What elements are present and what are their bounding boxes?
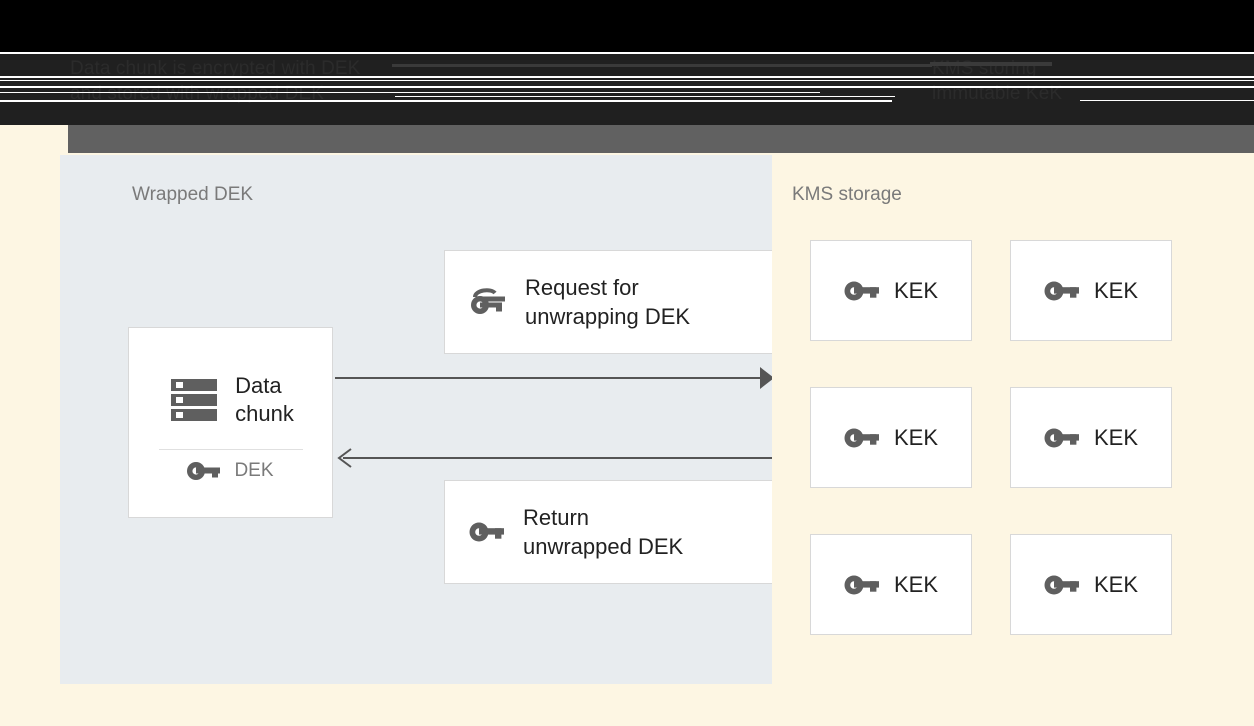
glitch-line <box>0 52 392 53</box>
dek-label: DEK <box>234 459 274 481</box>
banner-black-strip <box>0 0 1254 52</box>
kek-card[interactable]: KEK <box>1010 534 1172 635</box>
kek-label: KEK <box>1093 424 1139 450</box>
banner-left-text: Data chunk is encrypted with DEK and sto… <box>70 56 360 106</box>
glitch-line <box>392 64 932 67</box>
data-chunk-card[interactable]: Data chunk DEK <box>128 327 333 518</box>
kek-label: KEK <box>1093 571 1139 597</box>
data-chunk-row: Data chunk <box>167 364 294 436</box>
banner-left-line-1: Data chunk is encrypted with DEK <box>70 58 361 79</box>
glitch-line <box>0 52 1254 54</box>
banner-dark-strip: Data chunk is encrypted with DEK and sto… <box>0 52 1254 125</box>
request-arrow-head <box>760 367 772 389</box>
key-icon <box>844 426 880 450</box>
glitch-line <box>0 80 1254 81</box>
key-icon <box>1044 426 1080 450</box>
wrapped-key-icon <box>469 288 507 316</box>
request-arrow-line <box>335 377 772 379</box>
request-message-card[interactable]: Request for unwrapping DEK <box>444 250 772 354</box>
kek-card[interactable]: KEK <box>1010 387 1172 488</box>
kek-card-grid: KEK KEK <box>810 240 1172 635</box>
key-icon <box>844 573 880 597</box>
return-message-label: Return unwrapped DEK <box>523 505 684 559</box>
response-arrow-head <box>337 447 353 469</box>
key-icon <box>1044 573 1080 597</box>
server-stack-icon <box>167 373 221 427</box>
key-icon <box>187 460 221 482</box>
kek-card[interactable]: KEK <box>810 534 972 635</box>
banner-right-line-2: immutable KeK <box>932 83 1063 104</box>
key-icon <box>469 520 505 544</box>
return-message-card[interactable]: Return unwrapped DEK <box>444 480 772 584</box>
kek-card[interactable]: KEK <box>810 387 972 488</box>
panel-title-wrapped-dek: Wrapped DEK <box>132 184 254 205</box>
wrapped-dek-panel: Wrapped DEK Data chunk <box>60 155 772 684</box>
kek-card[interactable]: KEK <box>810 240 972 341</box>
dek-row: DEK <box>187 459 274 482</box>
toolbar-grey-bar <box>68 125 1254 153</box>
kek-label: KEK <box>1093 277 1139 303</box>
data-chunk-label: Data chunk <box>235 372 294 426</box>
kms-storage-panel: KMS storage KEK <box>772 155 1254 684</box>
response-arrow-line <box>343 457 772 459</box>
kek-label: KEK <box>893 424 939 450</box>
kek-label: KEK <box>893 277 939 303</box>
banner-left-line-2: and stored with wrapped DEK <box>70 83 325 104</box>
glitch-line <box>1080 100 1254 101</box>
glitch-line <box>0 92 820 93</box>
glitch-line <box>0 76 1254 78</box>
card-divider <box>158 448 303 450</box>
kek-card[interactable]: KEK <box>1010 240 1172 341</box>
kek-label: KEK <box>893 571 939 597</box>
glitch-line <box>395 96 895 97</box>
glitch-line <box>0 100 892 102</box>
key-icon <box>1044 279 1080 303</box>
glitch-line <box>0 86 1254 88</box>
glitch-line <box>930 62 1052 66</box>
request-message-label: Request for unwrapping DEK <box>525 275 691 329</box>
panel-title-kms-storage: KMS storage <box>792 184 902 205</box>
key-icon <box>844 279 880 303</box>
